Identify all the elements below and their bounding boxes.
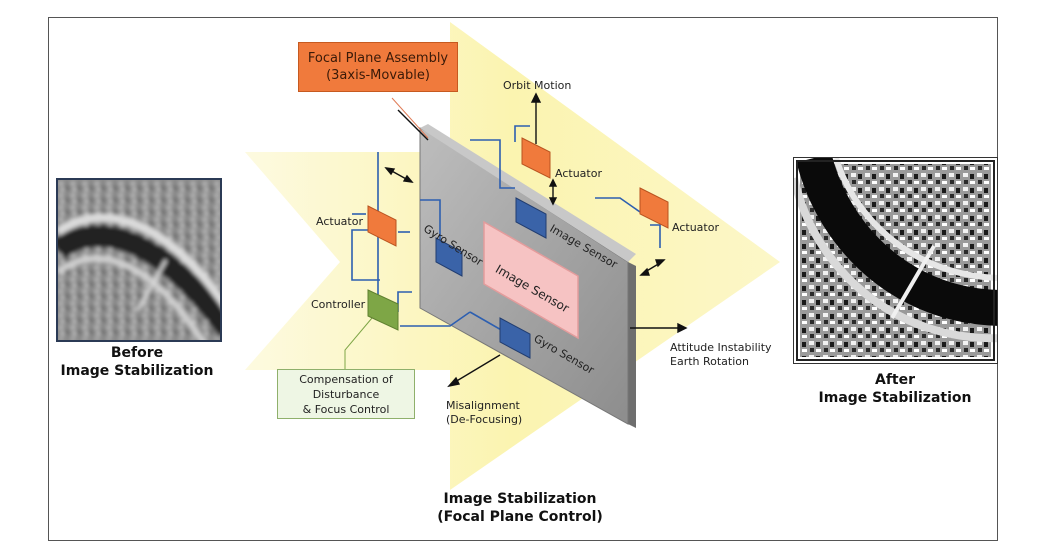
compensation-pointer-line [344, 317, 373, 370]
after-stabilization-image [793, 157, 998, 364]
fpa-pointer-line [391, 97, 429, 139]
gyro-sensor-lower-chip [499, 317, 531, 359]
actuators [367, 137, 669, 247]
actuator-top-label: Actuator [555, 167, 602, 180]
image-sensor-main-chip [483, 220, 579, 340]
misalignment-line1: Misalignment [446, 399, 520, 412]
gyro-sensor-upper-chip [435, 237, 463, 277]
before-caption-line2: Image Stabilization [60, 363, 214, 379]
focal-plane-assembly-box: Focal Plane Assembly (3axis-Movable) [298, 42, 458, 92]
image-sensor-small-chip [515, 197, 547, 239]
after-caption-line2: Image Stabilization [818, 390, 972, 406]
motion-arrows [384, 92, 688, 388]
orbit-motion-label: Orbit Motion [503, 79, 572, 92]
before-caption-line1: Before [110, 345, 164, 361]
misalignment-line2: (De-Focusing) [446, 413, 523, 426]
compensation-box: Compensation of Disturbance & Focus Cont… [277, 369, 415, 419]
compensation-line2: Disturbance [312, 388, 380, 401]
center-caption-line2: (Focal Plane Control) [437, 509, 603, 525]
fpa-title: Focal Plane Assembly [307, 51, 449, 66]
compensation-line1: Compensation of [299, 373, 393, 386]
attitude-line2: Earth Rotation [670, 355, 749, 368]
center-caption: Image Stabilization (Focal Plane Control… [420, 490, 620, 526]
fpa-subtitle: (3axis-Movable) [326, 68, 430, 83]
before-stabilization-image [56, 178, 222, 342]
actuator-left-label: Actuator [316, 215, 363, 228]
center-caption-line1: Image Stabilization [443, 491, 597, 507]
focal-plane-plate-side [628, 262, 636, 428]
compensation-line3: & Focus Control [302, 403, 390, 416]
actuator-right-label: Actuator [672, 221, 719, 234]
attitude-line1: Attitude Instability [670, 341, 772, 354]
controller-label: Controller [311, 298, 366, 311]
after-caption: After Image Stabilization [815, 371, 975, 407]
attitude-instability-label: Attitude Instability Earth Rotation [670, 341, 772, 369]
misalignment-label: Misalignment (De-Focusing) [446, 399, 522, 427]
before-caption: Before Image Stabilization [61, 344, 214, 380]
controller-box [367, 289, 399, 331]
after-caption-line1: After [874, 372, 916, 388]
focal-plane-plate-top [420, 124, 636, 262]
